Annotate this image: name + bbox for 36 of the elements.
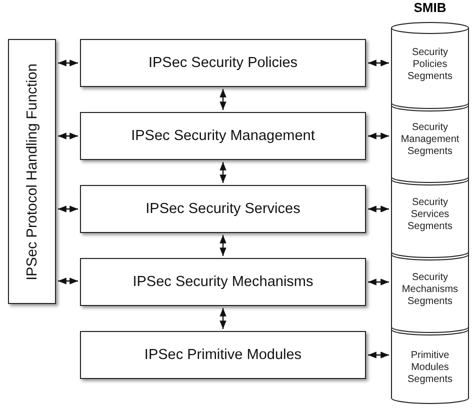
double-arrow xyxy=(220,308,226,329)
segment-label: Security Policies Segments xyxy=(406,47,454,83)
double-arrow xyxy=(368,352,389,358)
layer-box xyxy=(80,112,366,160)
database-title: SMIB xyxy=(412,0,448,15)
layer-label: IPSec Security Policies xyxy=(148,55,298,71)
database-segment xyxy=(391,322,469,404)
database-segment xyxy=(391,247,469,322)
layer-label: IPSec Primitive Modules xyxy=(144,347,302,363)
double-arrow xyxy=(220,89,226,110)
layer-box xyxy=(80,185,366,233)
segment-label: Primitive Modules Segments xyxy=(406,350,454,386)
layer-box xyxy=(80,39,366,87)
layer-label: IPSec Security Mechanisms xyxy=(132,274,314,290)
double-arrow xyxy=(58,132,78,140)
double-arrow xyxy=(368,60,389,66)
layer-label: IPSec Protocol Handling Function xyxy=(24,63,40,280)
double-arrow xyxy=(220,162,226,183)
segment-label: Security Mechanisms Segments xyxy=(400,272,460,308)
segment-label: Security Management Segments xyxy=(400,122,460,158)
double-arrow xyxy=(368,132,389,140)
layer-label: IPSec Security Services xyxy=(146,201,300,217)
double-arrow xyxy=(368,278,389,286)
segment-label: Security Services Segments xyxy=(406,196,454,232)
double-arrow xyxy=(58,206,78,212)
layer-box xyxy=(80,258,366,306)
double-arrow xyxy=(58,278,78,284)
layer-label: IPSec Security Management xyxy=(131,128,315,144)
database-segment xyxy=(391,172,469,247)
database-segment xyxy=(391,22,469,98)
layer-box xyxy=(80,331,366,379)
function-box xyxy=(8,39,56,304)
double-arrow xyxy=(220,235,226,256)
database-segment xyxy=(391,98,469,172)
double-arrow xyxy=(368,206,389,212)
double-arrow xyxy=(58,60,78,66)
